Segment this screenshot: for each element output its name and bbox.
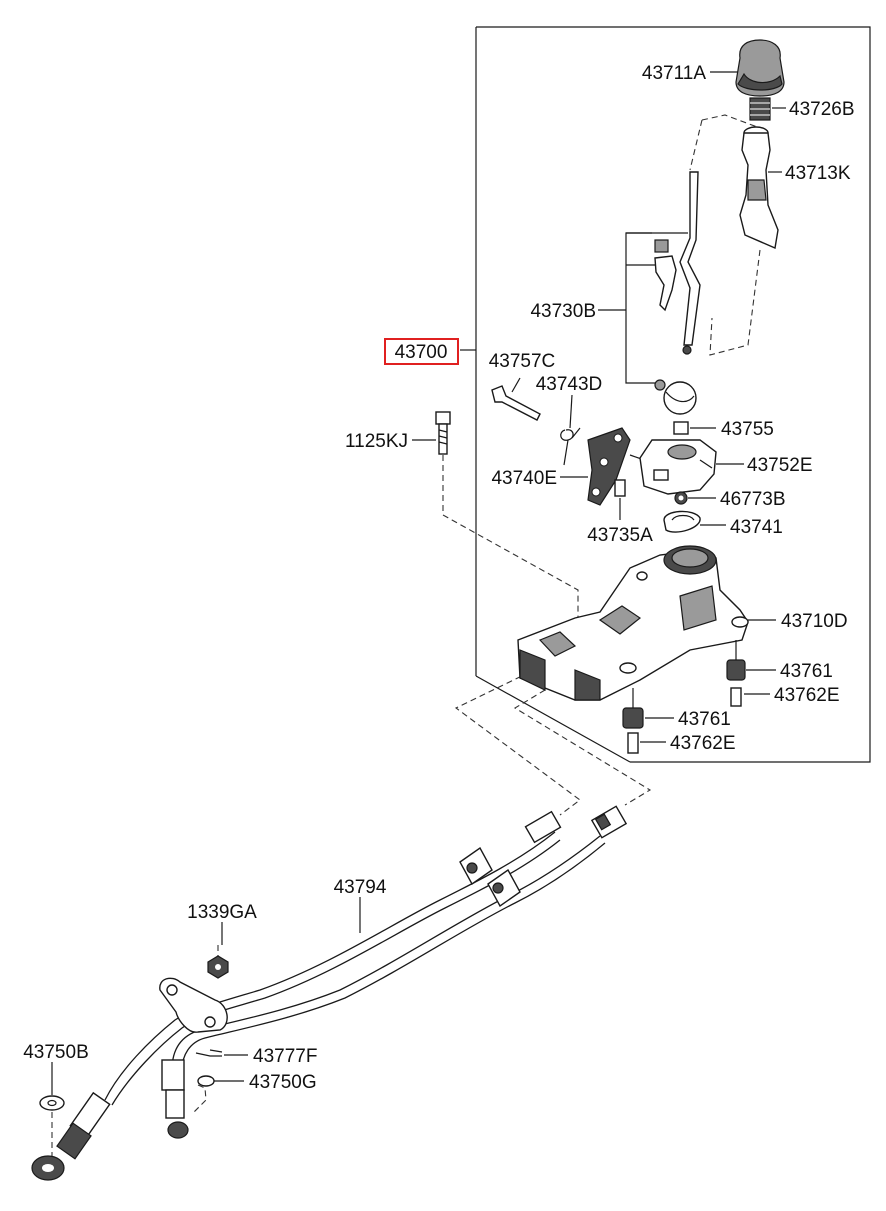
gear-knob bbox=[735, 39, 785, 97]
label-43755[interactable]: 43755 bbox=[721, 419, 774, 440]
sleeve-bottom bbox=[627, 732, 639, 754]
bushing-bottom bbox=[622, 688, 644, 729]
label-43741[interactable]: 43741 bbox=[730, 517, 783, 538]
leader-lines bbox=[51, 71, 786, 1095]
label-43761-bottom[interactable]: 43761 bbox=[678, 709, 731, 730]
assembly-frame bbox=[475, 26, 871, 763]
cotter-pin bbox=[195, 1049, 223, 1057]
label-43713k[interactable]: 43713K bbox=[785, 163, 851, 184]
collar bbox=[614, 479, 626, 520]
torsion-spring bbox=[560, 394, 581, 466]
spring bbox=[749, 97, 771, 121]
highlight-box bbox=[384, 338, 459, 365]
clip bbox=[663, 510, 701, 533]
sleeve-right bbox=[730, 687, 742, 707]
bushing-43755 bbox=[673, 421, 689, 435]
shifter-base bbox=[517, 545, 749, 701]
label-43710d[interactable]: 43710D bbox=[781, 611, 848, 632]
label-43762e-bottom[interactable]: 43762E bbox=[670, 733, 736, 754]
shift-cable bbox=[31, 805, 628, 1181]
shift-lever bbox=[679, 171, 701, 355]
label-43740e[interactable]: 43740E bbox=[491, 468, 557, 489]
label-43752e[interactable]: 43752E bbox=[747, 455, 813, 476]
label-1339ga[interactable]: 1339GA bbox=[187, 902, 257, 923]
label-43743d[interactable]: 43743D bbox=[536, 374, 603, 395]
nut bbox=[207, 955, 229, 979]
bolt bbox=[435, 411, 451, 455]
label-43726b[interactable]: 43726B bbox=[789, 99, 855, 120]
label-43761-right[interactable]: 43761 bbox=[780, 661, 833, 682]
shift-boot bbox=[739, 126, 779, 249]
bushing-right bbox=[726, 640, 746, 681]
callout-labels: 43700 43711A 43726B 43713K 43730B 43757C… bbox=[23, 63, 854, 1093]
label-1125kj[interactable]: 1125KJ bbox=[345, 431, 408, 452]
shift-housing bbox=[639, 439, 717, 495]
label-43700[interactable]: 43700 bbox=[395, 342, 448, 363]
lever-bracket-lines bbox=[598, 232, 688, 384]
label-43757c[interactable]: 43757C bbox=[489, 351, 556, 372]
label-43750g[interactable]: 43750G bbox=[249, 1072, 317, 1093]
label-46773b[interactable]: 46773B bbox=[720, 489, 786, 510]
label-43711a[interactable]: 43711A bbox=[642, 63, 706, 84]
label-43794[interactable]: 43794 bbox=[334, 877, 387, 898]
washer-46773b bbox=[674, 491, 688, 505]
label-43750b[interactable]: 43750B bbox=[23, 1042, 89, 1063]
washer-g bbox=[197, 1075, 215, 1087]
label-43735a[interactable]: 43735A bbox=[587, 525, 653, 546]
washer-left bbox=[39, 1095, 65, 1111]
lever-small-parts bbox=[654, 239, 697, 415]
label-43777f[interactable]: 43777F bbox=[253, 1046, 317, 1067]
label-43762e-right[interactable]: 43762E bbox=[774, 685, 840, 706]
pin bbox=[491, 377, 541, 421]
label-43730b[interactable]: 43730B bbox=[530, 301, 596, 322]
